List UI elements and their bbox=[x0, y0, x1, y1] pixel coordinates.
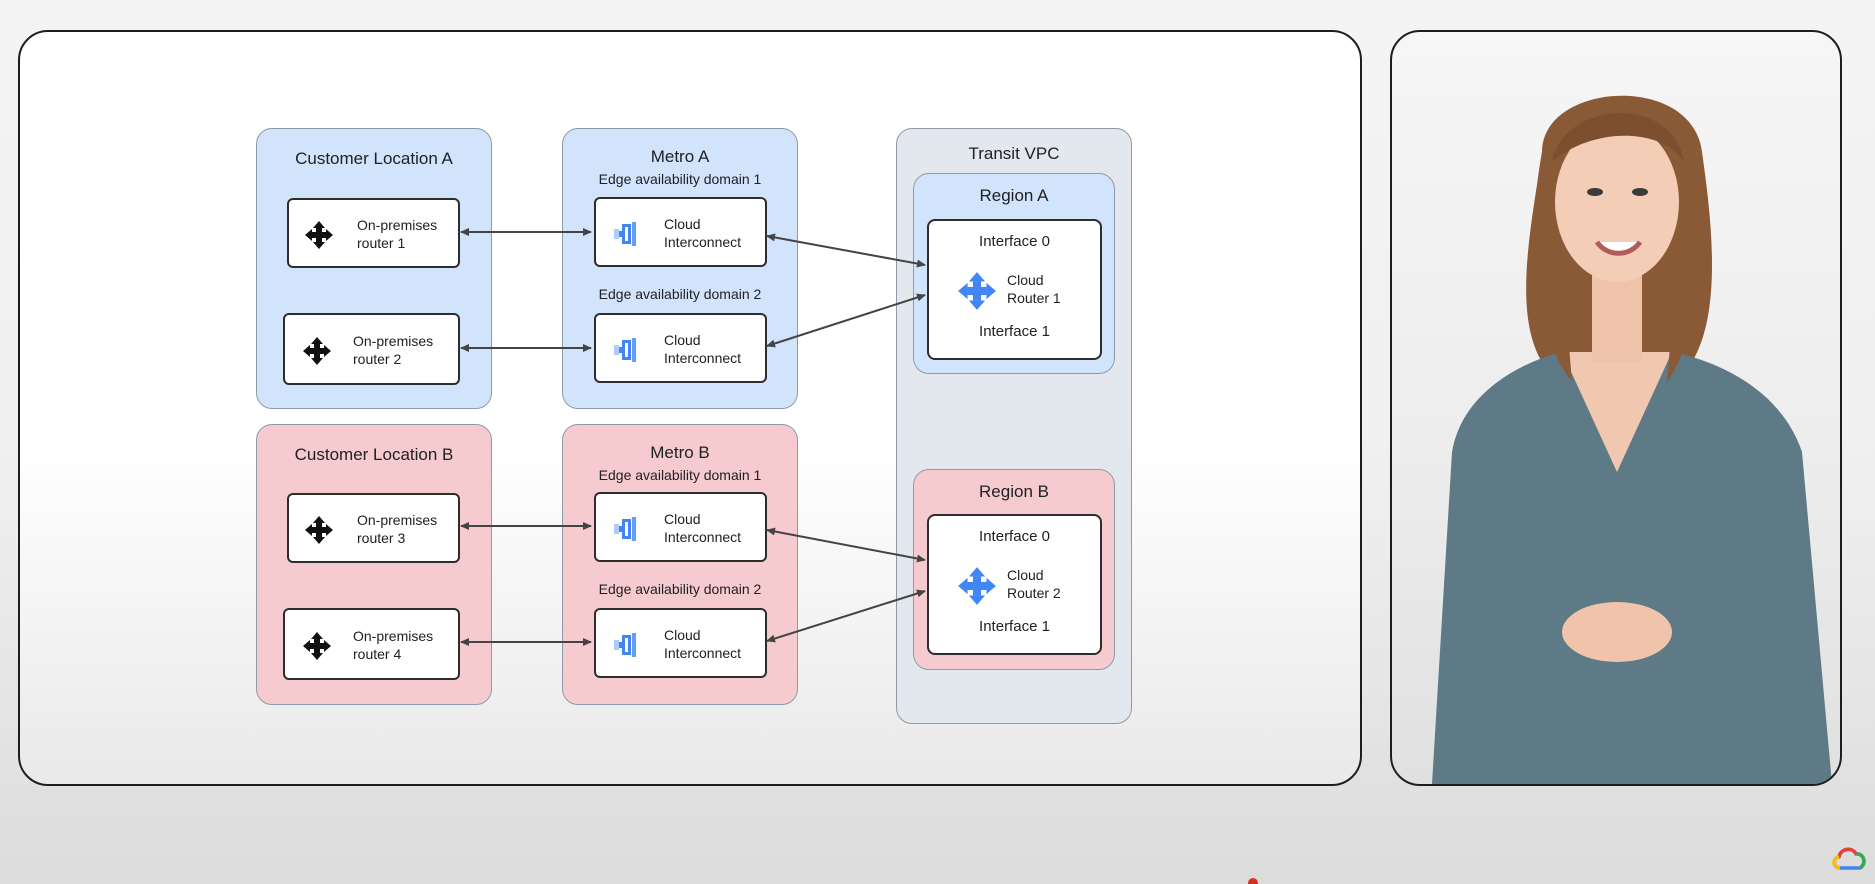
metro-b-group: Metro B Edge availability domain 1 Cloud… bbox=[562, 424, 798, 705]
metro-b-title: Metro B bbox=[650, 443, 710, 462]
on-prem-router-4-line1: On-premises bbox=[353, 628, 434, 644]
on-prem-router-2-line2: router 2 bbox=[353, 351, 402, 367]
region-a-interface-1: Interface 1 bbox=[979, 323, 1050, 340]
slide-panel: Customer Location A On-premises router 1… bbox=[18, 30, 1362, 786]
connector-arrows bbox=[460, 228, 926, 646]
presenter-figure bbox=[1432, 95, 1832, 784]
google-cloud-logo-icon bbox=[1832, 847, 1866, 870]
metro-b-interconnect-2-box: Cloud Interconnect bbox=[594, 608, 767, 678]
on-prem-router-3-box: On-premises router 3 bbox=[287, 493, 460, 563]
region-a-interface-0: Interface 0 bbox=[979, 233, 1050, 250]
cloud-router-2-line2: Router 2 bbox=[1007, 585, 1061, 601]
on-prem-router-4-line2: router 4 bbox=[353, 646, 402, 662]
cloud-router-1-line1: Cloud bbox=[1007, 272, 1044, 288]
metro-b-domain-2-label: Edge availability domain 2 bbox=[598, 581, 762, 597]
on-prem-router-3-line1: On-premises bbox=[357, 512, 438, 528]
customer-location-a-title: Customer Location A bbox=[295, 149, 453, 168]
on-prem-router-2-box: On-premises router 2 bbox=[283, 313, 460, 385]
region-b-interface-1: Interface 1 bbox=[979, 618, 1050, 635]
on-prem-router-2-line1: On-premises bbox=[353, 333, 434, 349]
metro-b-interconnect-2-line1: Cloud bbox=[664, 627, 701, 643]
region-a-title: Region A bbox=[979, 186, 1049, 205]
cloud-router-1-box: Interface 0 Cloud Router 1 Interface 1 bbox=[927, 219, 1102, 360]
metro-b-interconnect-2-line2: Interconnect bbox=[664, 645, 742, 661]
metro-a-interconnect-2-line2: Interconnect bbox=[664, 350, 742, 366]
region-b-interface-0: Interface 0 bbox=[979, 528, 1050, 545]
metro-a-domain-2-label: Edge availability domain 2 bbox=[598, 286, 762, 302]
metro-a-interconnect-1-line1: Cloud bbox=[664, 216, 701, 232]
region-b-group: Region B Interface 0 Cloud Router 2 Inte… bbox=[913, 469, 1115, 670]
cloud-router-1-line2: Router 1 bbox=[1007, 290, 1061, 306]
metro-a-interconnect-2-box: Cloud Interconnect bbox=[594, 313, 767, 383]
transit-vpc-group: Transit VPC Region A Interface 0 Cloud R… bbox=[896, 128, 1132, 724]
region-a-group: Region A Interface 0 Cloud Router 1 Inte… bbox=[913, 173, 1115, 374]
on-prem-router-1-box: On-premises router 1 bbox=[287, 198, 460, 268]
transit-vpc-title: Transit VPC bbox=[968, 144, 1060, 163]
metro-a-interconnect-2-line1: Cloud bbox=[664, 332, 701, 348]
customer-location-b-title: Customer Location B bbox=[294, 445, 454, 464]
customer-location-a-group: Customer Location A On-premises router 1… bbox=[256, 128, 492, 409]
cloud-router-2-line1: Cloud bbox=[1007, 567, 1044, 583]
metro-a-group: Metro A Edge availability domain 1 Cloud… bbox=[562, 128, 798, 409]
on-prem-router-1-line2: router 1 bbox=[357, 235, 406, 251]
presenter-video bbox=[1390, 30, 1842, 786]
link-interconnect-a2-cloud-router-1 bbox=[766, 293, 926, 348]
metro-b-domain-1-label: Edge availability domain 1 bbox=[598, 467, 762, 483]
metro-a-interconnect-1-line2: Interconnect bbox=[664, 234, 742, 250]
metro-a-title: Metro A bbox=[650, 147, 710, 166]
metro-b-interconnect-1-line2: Interconnect bbox=[664, 529, 742, 545]
on-prem-router-4-box: On-premises router 4 bbox=[283, 608, 460, 680]
metro-a-interconnect-1-box: Cloud Interconnect bbox=[594, 197, 767, 267]
on-prem-router-1-line1: On-premises bbox=[357, 217, 438, 233]
region-b-title: Region B bbox=[979, 482, 1049, 501]
metro-b-interconnect-1-line1: Cloud bbox=[664, 511, 701, 527]
progress-indicator-dot bbox=[1248, 878, 1258, 884]
metro-a-domain-1-label: Edge availability domain 1 bbox=[598, 171, 762, 187]
link-interconnect-b1-cloud-router-2 bbox=[766, 527, 926, 563]
link-interconnect-b2-cloud-router-2 bbox=[766, 589, 926, 643]
cloud-router-2-box: Interface 0 Cloud Router 2 Interface 1 bbox=[927, 514, 1102, 655]
metro-b-interconnect-1-box: Cloud Interconnect bbox=[594, 492, 767, 562]
link-interconnect-a1-cloud-router-1 bbox=[766, 233, 926, 268]
customer-location-b-group: Customer Location B On-premises router 3… bbox=[256, 424, 492, 705]
on-prem-router-3-line2: router 3 bbox=[357, 530, 406, 546]
